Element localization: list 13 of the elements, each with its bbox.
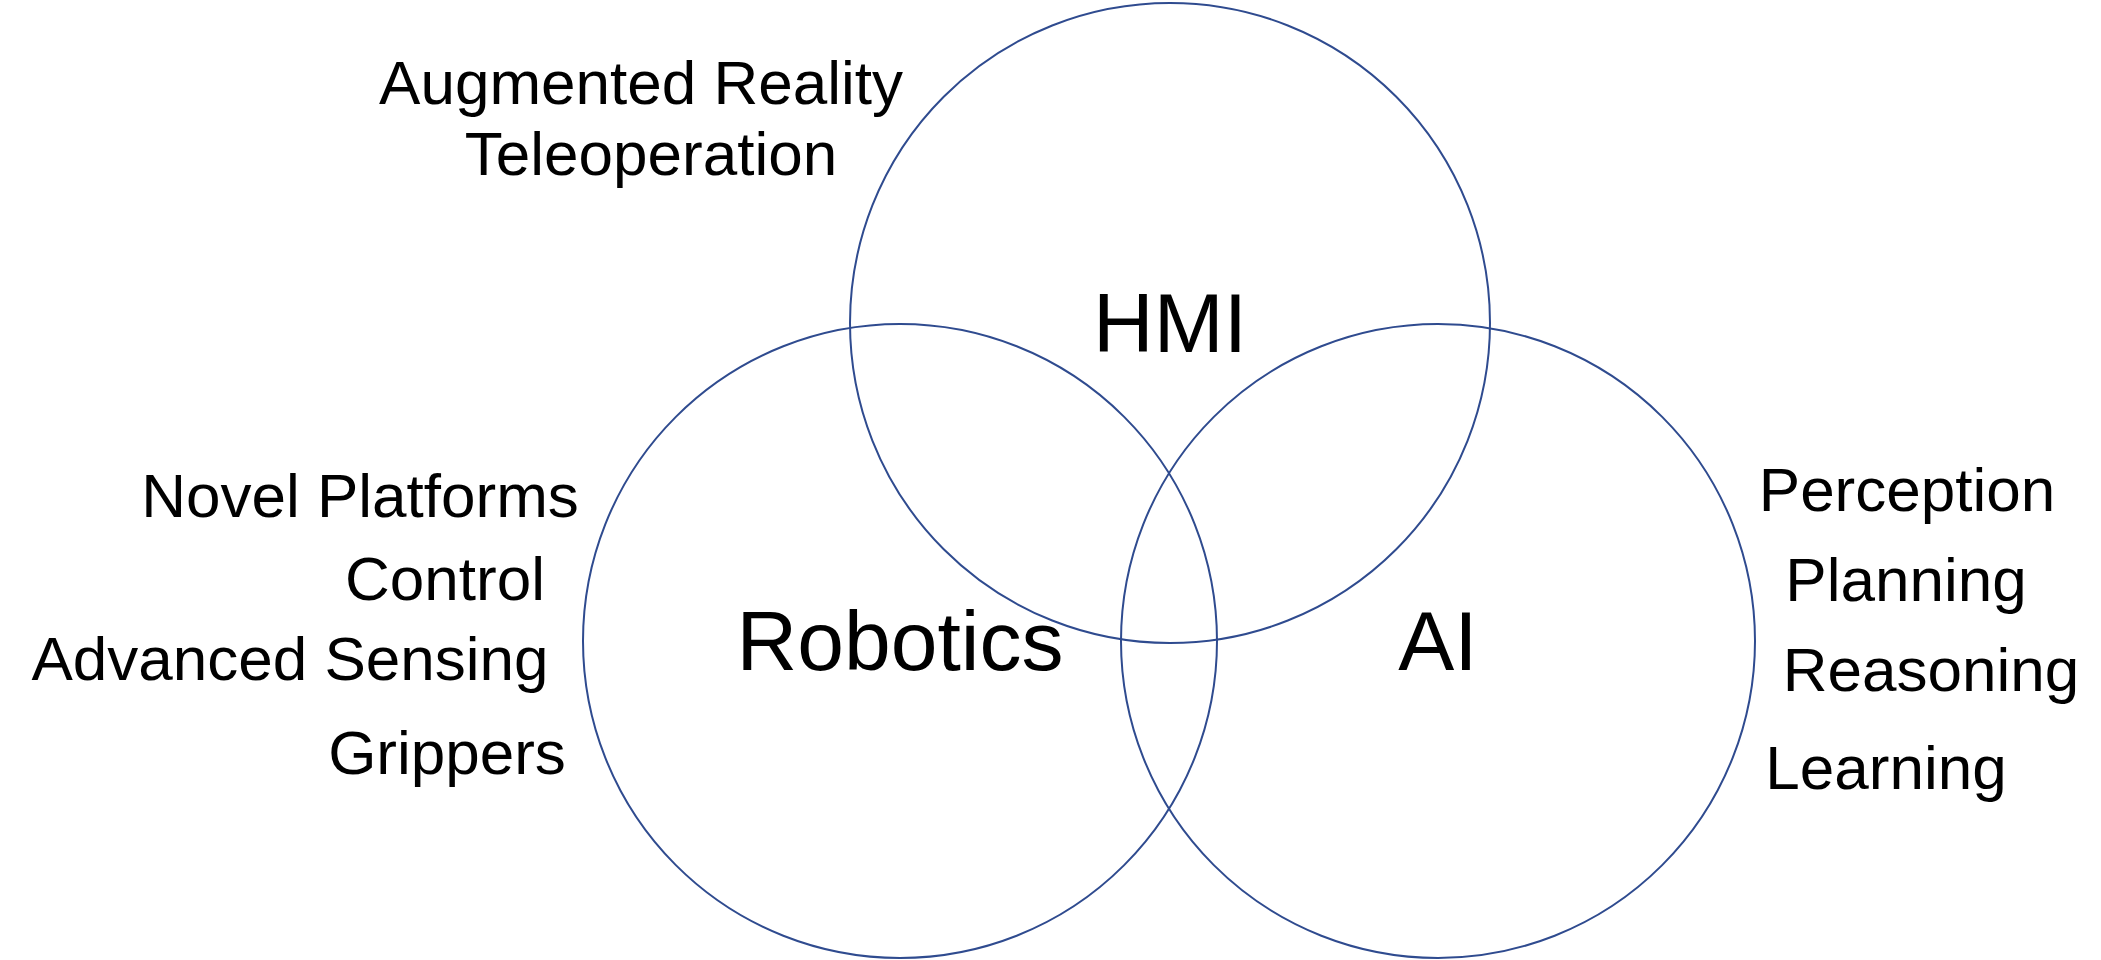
- circle-title: AI: [1398, 592, 1478, 690]
- topic-label: Augmented Reality: [379, 48, 903, 118]
- topic-label: Control: [345, 544, 545, 614]
- topic-label: Novel Platforms: [141, 461, 579, 531]
- topic-label: Advanced Sensing: [31, 624, 549, 694]
- circle-title: HMI: [1093, 274, 1247, 372]
- topic-label: Perception: [1758, 455, 2056, 525]
- topic-label: Learning: [1765, 733, 2007, 803]
- topic-label: Reasoning: [1782, 635, 2080, 705]
- topic-label: Planning: [1785, 545, 2027, 615]
- topic-label: Grippers: [328, 718, 566, 788]
- circle-title: Robotics: [736, 592, 1064, 690]
- topic-label: Teleoperation: [464, 119, 838, 189]
